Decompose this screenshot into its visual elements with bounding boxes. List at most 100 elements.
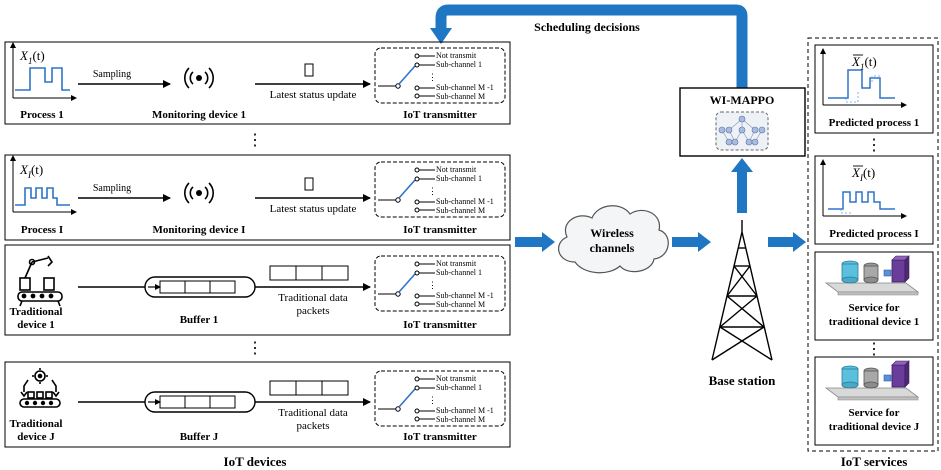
base-station-icon — [711, 220, 773, 361]
arrow-to-services — [768, 232, 806, 252]
status-label: Latest status update — [270, 89, 357, 101]
service-label-line1: Service for — [849, 302, 900, 314]
signal-waveform — [15, 67, 70, 91]
device-label: Monitoring device I — [153, 224, 246, 236]
service-label-line1: Service for — [849, 407, 900, 419]
wireless-label-line2: channels — [590, 241, 635, 255]
traditional-row-1: Traditional device 1 Buffer 1 Traditiona… — [4, 244, 511, 336]
service-predicted-process-I: XI(t) Predicted process I — [814, 155, 934, 245]
wi-mappo-box: WI-MAPPO — [679, 87, 806, 157]
arrow-to-wi-mappo — [731, 158, 753, 213]
device-label-line1: Traditional — [10, 306, 63, 318]
packet-icon — [304, 177, 314, 191]
predicted-waveform — [828, 69, 895, 99]
buffer-queue — [144, 276, 256, 298]
transmitter-switch-4: Not transmit Sub-channel 1 ⋮ Sub-channel… — [374, 370, 506, 427]
wireless-cloud: Wireless channels — [558, 205, 669, 274]
service-label: Predicted process 1 — [829, 117, 920, 129]
transmitter-switch-2: Not transmit Sub-channel 1 ⋮ Sub-channel… — [374, 161, 506, 218]
svg-text:Not transmit: Not transmit — [436, 259, 477, 268]
iot-devices-label: IoT devices — [224, 454, 287, 469]
device-label-line2: device 1 — [17, 319, 55, 331]
packets-label-line2: packets — [297, 420, 330, 432]
ellipsis-2: ⋮ — [247, 340, 263, 357]
signal-label: X1(t) — [19, 48, 45, 66]
gear-robot-icon — [19, 368, 61, 408]
svg-text:Sub-channel M: Sub-channel M — [436, 300, 485, 309]
data-packets — [269, 265, 349, 281]
device-label: Monitoring device 1 — [152, 109, 246, 121]
svg-text:Sub-channel 1: Sub-channel 1 — [436, 383, 482, 392]
service-predicted-process-1: X1(t) Predicted process 1 — [814, 44, 934, 134]
row-frame — [4, 361, 511, 448]
service-label-line2: traditional device 1 — [829, 316, 919, 328]
packets-label-line1: Traditional data — [278, 292, 348, 304]
signal-waveform — [15, 187, 70, 206]
buffer-label: Buffer 1 — [180, 314, 219, 326]
service-traditional-device-J: Service for traditional device J — [814, 356, 934, 446]
traditional-row-J: Traditional device J Buffer J Traditiona… — [4, 361, 511, 448]
svg-text:Sub-channel M: Sub-channel M — [436, 92, 485, 101]
transmitter-label: IoT transmitter — [403, 319, 477, 331]
signal-label: XI(t) — [19, 162, 43, 180]
packet-icon — [304, 63, 314, 77]
svg-text:⋮: ⋮ — [428, 72, 437, 82]
robot-arm-icon — [17, 255, 63, 307]
service-traditional-device-1: Service for traditional device 1 — [814, 251, 934, 341]
predicted-waveform — [828, 191, 895, 210]
iot-services-label: IoT services — [841, 454, 908, 469]
buffer-queue — [144, 391, 256, 413]
row-frame — [4, 244, 511, 336]
base-station-label: Base station — [709, 373, 777, 388]
server-platform-icon — [824, 255, 920, 296]
svg-text:Sub-channel M: Sub-channel M — [436, 415, 485, 424]
svg-text:⋮: ⋮ — [428, 186, 437, 196]
broadcast-icon — [184, 67, 214, 89]
arrow-to-channels — [515, 232, 555, 252]
services-group-frame — [807, 37, 939, 452]
svg-text:Sub-channel 1: Sub-channel 1 — [436, 268, 482, 277]
transmitter-switch-3: Not transmit Sub-channel 1 ⋮ Sub-channel… — [374, 255, 506, 312]
buffer-label: Buffer J — [180, 431, 219, 443]
scheduling-arrow — [435, 4, 748, 88]
svg-text:Sub-channel M: Sub-channel M — [436, 206, 485, 215]
service-label-line2: traditional device J — [829, 421, 920, 433]
service-label: Predicted process I — [829, 228, 918, 240]
device-label-line1: Traditional — [10, 418, 63, 430]
nn-nodes — [718, 115, 766, 146]
transmitter-switch-1: Not transmit Sub-channel 1 ⋮ Sub-channel… — [374, 47, 506, 104]
svg-text:Sub-channel 1: Sub-channel 1 — [436, 60, 482, 69]
device-label-line2: device J — [17, 431, 55, 443]
svg-text:Sub-channel 1: Sub-channel 1 — [436, 174, 482, 183]
ellipsis-3: ⋮ — [866, 137, 882, 154]
svg-text:⋮: ⋮ — [428, 280, 437, 290]
server-platform-icon — [824, 360, 920, 401]
sampling-label: Sampling — [93, 69, 131, 80]
packets-label-line2: packets — [297, 305, 330, 317]
process-label: Process I — [21, 224, 63, 236]
svg-text:Not transmit: Not transmit — [436, 374, 477, 383]
process-row-I: XI(t) Process I Sampling Monitoring devi… — [4, 154, 511, 241]
signal-label: XI(t) — [851, 165, 875, 183]
row-frame — [4, 41, 511, 125]
transmitter-label: IoT transmitter — [403, 431, 477, 443]
transmitter-label: IoT transmitter — [403, 109, 477, 121]
scheduling-arrow-head — [430, 28, 452, 44]
process-label: Process 1 — [20, 109, 63, 121]
status-label: Latest status update — [270, 203, 357, 215]
sampling-label: Sampling — [93, 183, 131, 194]
arrow-to-base-station — [672, 232, 711, 252]
row-frame — [4, 154, 511, 241]
svg-text:Sub-channel M -1: Sub-channel M -1 — [436, 406, 494, 415]
scheduling-label: Scheduling decisions — [534, 20, 640, 34]
broadcast-icon — [184, 182, 214, 204]
svg-text:⋮: ⋮ — [428, 395, 437, 405]
data-packets — [269, 380, 349, 396]
process-row-1: X1(t) Process 1 Sampling Monitoring devi… — [4, 41, 511, 125]
svg-text:Sub-channel M -1: Sub-channel M -1 — [436, 291, 494, 300]
svg-text:Not transmit: Not transmit — [436, 51, 477, 60]
wireless-label-line1: Wireless — [590, 226, 634, 240]
svg-text:Sub-channel M -1: Sub-channel M -1 — [436, 197, 494, 206]
ellipsis-4: ⋮ — [866, 341, 882, 358]
